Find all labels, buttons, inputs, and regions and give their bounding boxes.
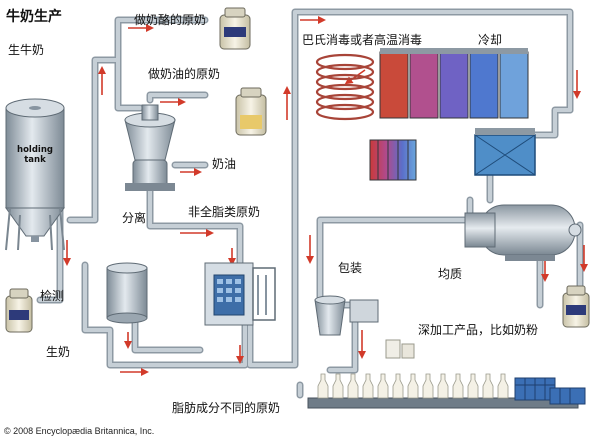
pipe-network: [36, 8, 584, 399]
filler: [314, 295, 379, 336]
crate-icon: [514, 377, 586, 405]
storage-tank: [106, 262, 148, 324]
label-packaging: 包装: [338, 261, 363, 275]
milk-bottle-icon: [235, 87, 267, 136]
milk-bottle-icon: [219, 7, 251, 50]
copyright: © 2008 Encyclopædia Britannica, Inc.: [4, 426, 155, 436]
label-cooling: 冷却: [478, 33, 503, 47]
tank-label-line2: tank: [24, 155, 46, 165]
label-yogurt-milk: 做奶酪的原奶: [134, 13, 207, 27]
label-varied-fat-milk: 脂肪成分不同的原奶: [172, 401, 281, 415]
holding-tank: holding tank: [5, 98, 65, 251]
separator: [124, 104, 176, 191]
milk-bottle-icon: [562, 285, 590, 328]
tank-label-line1: holding: [17, 145, 53, 155]
label-fresh-milk: 生奶: [46, 345, 71, 359]
homogenizer: [464, 204, 582, 261]
label-homogenize: 均质: [438, 267, 463, 281]
diagram-title: 牛奶生产: [6, 9, 62, 25]
label-raw-milk: 生牛奶: [8, 43, 45, 57]
cooler: [474, 128, 536, 176]
label-inspection: 检测: [40, 289, 65, 303]
label-pasteurize: 巴氏消毒或者高温消毒: [302, 33, 423, 47]
label-nonfat-milk: 非全脂类原奶: [188, 205, 261, 219]
milk-bottle-icon: [5, 288, 33, 333]
label-cream: 奶油: [212, 157, 237, 171]
label-deep-processing: 深加工产品，比如奶粉: [418, 323, 539, 337]
dairy-products: [385, 339, 415, 359]
pasteurizer: [315, 48, 529, 181]
bottling-line: [307, 373, 586, 409]
label-butter-milk: 做奶油的原奶: [148, 67, 221, 81]
standardizing-unit: [204, 262, 276, 326]
label-separation: 分离: [122, 211, 147, 225]
